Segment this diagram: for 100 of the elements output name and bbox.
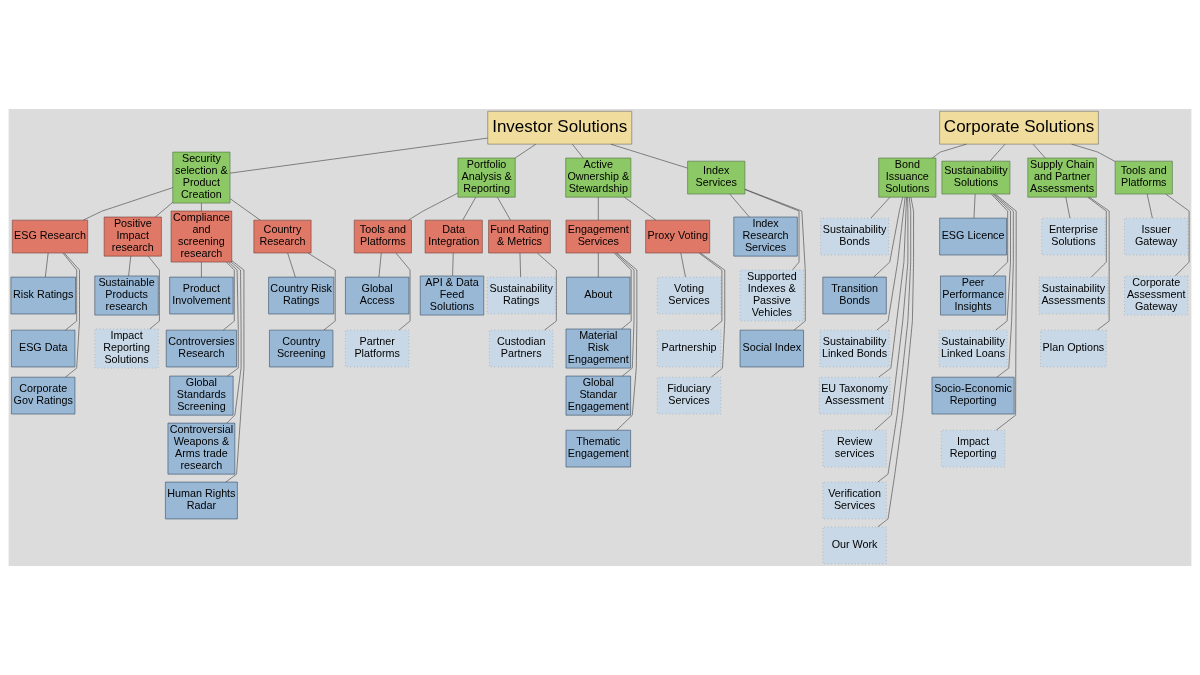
node-box: Global Standar Engagement	[565, 375, 631, 416]
connector	[201, 202, 202, 212]
node-box: Controversial Weapons & Arms trade research	[167, 422, 236, 475]
connector	[973, 193, 976, 219]
connector	[744, 189, 800, 271]
connector	[514, 143, 537, 159]
connector	[598, 252, 599, 278]
connector	[225, 260, 245, 483]
node-box: Index Research Services	[733, 216, 798, 257]
node-box: Active Ownership & Stewardship	[565, 157, 632, 198]
connector	[287, 252, 296, 278]
node-box: Sustainability Linked Loans	[938, 329, 1008, 368]
node-box: Bond Issuance Solutions	[878, 157, 937, 198]
node-box: Sustainability Solutions	[941, 160, 1011, 195]
node-box: Index Services	[687, 160, 746, 195]
node-box: Partner Platforms	[345, 329, 410, 368]
node-box: Human Rights Radar	[165, 481, 238, 520]
node-box: Proxy Voting	[645, 219, 710, 254]
node-box: Positive Impact research	[103, 216, 162, 257]
connector	[45, 252, 49, 278]
node-box: Country Risk Ratings	[268, 276, 335, 315]
connector	[307, 252, 336, 331]
connector	[610, 143, 688, 169]
connector	[700, 252, 726, 378]
node-box: Transition Bonds	[822, 276, 887, 315]
node-box: Fund Rating & Metrics	[488, 219, 551, 254]
node-box: Tools and Platforms	[1114, 160, 1173, 195]
node-box: ESG Data	[11, 329, 76, 368]
node-box: Socio-Economic Reporting	[931, 376, 1015, 415]
node-box: Sustainability Linked Bonds	[819, 329, 890, 368]
connector	[989, 143, 1006, 162]
node-box: Investor Solutions	[487, 111, 633, 145]
node-box: Review services	[822, 429, 887, 468]
node-box: Product Involvement	[169, 276, 234, 315]
node-box: Verification Services	[822, 481, 887, 520]
node-box: Risk Ratings	[10, 276, 76, 315]
node-box: Global Standards Screening	[169, 375, 234, 416]
connector	[408, 192, 459, 221]
connector	[878, 196, 907, 378]
node-box: Supply Chain and Partner Assessments	[1027, 157, 1097, 198]
node-box: Corporate Solutions	[939, 111, 1099, 145]
node-box: Sustainability Assessments	[1038, 276, 1109, 315]
connector	[64, 252, 80, 378]
node-box: Sustainability Bonds	[820, 217, 889, 256]
node-box: Fiduciary Services	[657, 376, 722, 415]
connector	[1146, 193, 1153, 219]
connector	[680, 252, 686, 278]
node-box: Material Risk Engagement	[565, 328, 631, 369]
connector	[572, 143, 584, 159]
connector	[616, 252, 638, 431]
node-box: About	[566, 276, 631, 315]
connector	[876, 196, 906, 331]
node-box: Plan Options	[1040, 329, 1107, 368]
connector	[870, 197, 891, 219]
connector	[598, 197, 599, 221]
connector	[148, 256, 160, 330]
connector	[226, 261, 242, 424]
connector	[519, 252, 521, 278]
connector	[873, 197, 903, 278]
connector	[993, 193, 1014, 378]
connector	[497, 197, 511, 221]
node-box: Enterprise Solutions	[1041, 217, 1106, 256]
node-box: ESG Research	[12, 219, 88, 254]
connector	[378, 252, 382, 278]
node-box: Corporate Gov Ratings	[11, 376, 76, 415]
connector	[877, 197, 911, 483]
connector	[991, 193, 1008, 277]
connector	[615, 252, 635, 377]
node-box: Sustainable Products research	[94, 275, 159, 316]
connector	[227, 261, 239, 377]
connector	[877, 197, 914, 528]
node-box: Issuer Gateway	[1124, 217, 1189, 256]
node-box: Security selection & Product Creation	[172, 151, 231, 204]
node-box: Voting Services	[657, 276, 722, 315]
node-box: Portfolio Analysis & Reporting	[457, 157, 516, 198]
node-box: Engagement Services	[565, 219, 631, 254]
connector	[874, 197, 909, 431]
node-box: Global Access	[345, 276, 410, 315]
node-box: Custodian Partners	[489, 329, 554, 368]
node-box: Compliance and screening research	[170, 210, 233, 263]
node-box: Country Screening	[269, 329, 334, 368]
node-box: Thematic Engagement	[565, 429, 631, 468]
connector	[395, 252, 411, 331]
connector	[624, 197, 657, 221]
node-box: Supported Indexes & Passive Vehicles	[739, 269, 804, 322]
connector	[452, 252, 454, 277]
connector	[155, 202, 173, 218]
node-box: Controversies Research	[165, 329, 237, 368]
connector	[537, 252, 557, 331]
connector	[995, 193, 1017, 431]
connector	[992, 193, 1011, 331]
node-box: Impact Reporting Solutions	[94, 328, 159, 369]
connector	[729, 193, 750, 218]
connector	[614, 252, 632, 330]
connector	[128, 255, 132, 277]
node-box: Country Research	[253, 219, 312, 254]
connector	[229, 198, 261, 221]
node-box: Peer Performance Insights	[940, 275, 1006, 316]
connector	[1087, 197, 1107, 278]
connector	[1032, 143, 1046, 159]
